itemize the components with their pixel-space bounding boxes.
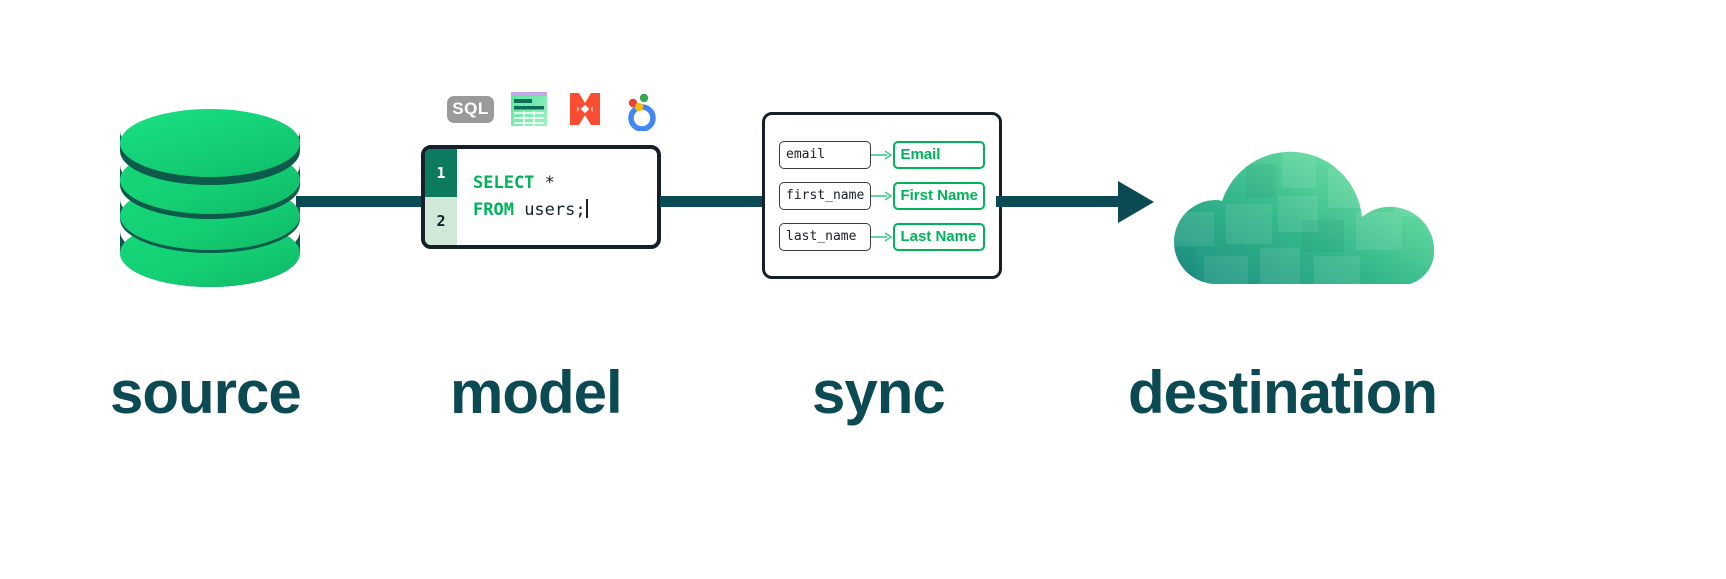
stage-label-sync: sync [812, 359, 946, 426]
cloud-icon [1174, 151, 1435, 285]
destination-field-email[interactable]: Email [893, 140, 985, 169]
sql-keyword-from: FROM [473, 200, 514, 220]
code-line-1-rest: * [534, 173, 555, 193]
mapping-arrow-icon [871, 231, 893, 242]
spreadsheet-icon [511, 92, 547, 126]
field-mapping-panel: email Email first_name First Name last_n… [762, 112, 1002, 279]
source-field-first-name[interactable]: first_name [779, 181, 872, 210]
code-line-1: SELECT * [473, 170, 657, 197]
destination-field-last-name[interactable]: Last Name [893, 222, 985, 251]
looker-studio-icon [628, 93, 656, 131]
sql-keyword-select: SELECT [473, 173, 535, 193]
editor-gutter: 1 2 [425, 149, 457, 245]
mapping-row: last_name Last Name [779, 222, 985, 252]
editor-code-area[interactable]: SELECT * FROM users; [457, 149, 657, 245]
red-x-star-icon [570, 93, 600, 125]
mapping-arrow-icon [871, 149, 893, 160]
arrow-head-icon [1118, 181, 1154, 223]
gutter-line-number-1: 1 [425, 149, 457, 197]
sql-badge-icon: SQL [447, 95, 494, 123]
code-line-2: FROM users; [473, 197, 657, 224]
connector-source-to-model [296, 196, 426, 207]
text-cursor [585, 199, 588, 218]
mapping-arrow-icon [871, 190, 893, 201]
mapping-row: email Email [779, 140, 985, 170]
connector-sync-to-destination [996, 196, 1136, 207]
database-cylinder-icon [120, 109, 300, 287]
code-line-2-rest: users; [513, 200, 586, 220]
gutter-line-number-2: 2 [436, 212, 446, 230]
mapping-row: first_name First Name [779, 181, 985, 211]
source-field-email[interactable]: email [779, 140, 872, 169]
sql-code-editor[interactable]: 1 2 SELECT * FROM users; [421, 145, 661, 249]
destination-field-first-name[interactable]: First Name [893, 181, 985, 210]
source-field-last-name[interactable]: last_name [779, 222, 872, 251]
connector-model-to-sync [660, 196, 768, 207]
model-tool-icons: SQL [447, 86, 662, 132]
stage-label-source: source [110, 359, 302, 426]
stage-label-destination: destination [1128, 359, 1438, 426]
stage-label-model: model [450, 359, 623, 426]
